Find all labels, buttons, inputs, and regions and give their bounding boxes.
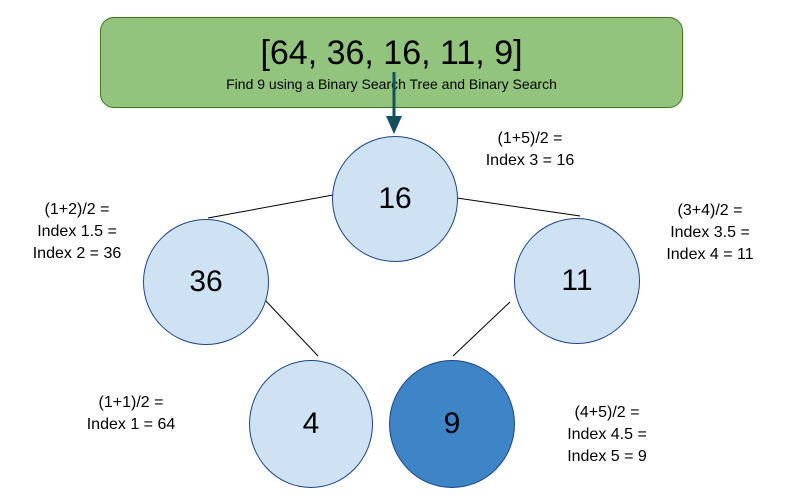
- calc-right-line-1: (3+4)/2 =: [677, 202, 743, 219]
- node-root-value: 16: [378, 182, 412, 215]
- calc-left-child: (1+1)/2 = Index 1 = 64: [66, 392, 196, 436]
- calc-left-line-2: Index 1.5 =: [37, 223, 117, 240]
- array-title: [64, 36, 16, 11, 9]: [260, 34, 523, 72]
- calc-right-child-line-1: (4+5)/2 =: [574, 404, 640, 421]
- edge-left-leftchild: [264, 299, 319, 357]
- problem-banner: [64, 36, 16, 11, 9] Find 9 using a Binar…: [100, 17, 683, 108]
- calc-right-line-2: Index 3.5 =: [670, 224, 750, 241]
- calc-left: (1+2)/2 = Index 1.5 = Index 2 = 36: [14, 199, 140, 265]
- calc-right-child-line-2: Index 4.5 =: [567, 426, 647, 443]
- node-left-value: 36: [189, 265, 223, 298]
- calc-right: (3+4)/2 = Index 3.5 = Index 4 = 11: [648, 200, 772, 266]
- calc-left-child-line-2: Index 1 = 64: [86, 416, 176, 433]
- calc-root: (1+5)/2 = Index 3 = 16: [468, 128, 592, 172]
- edge-right-rightchild: [452, 301, 511, 357]
- node-root: 16: [332, 136, 458, 262]
- node-left-child: 4: [249, 360, 373, 488]
- node-right-value: 11: [561, 264, 593, 297]
- calc-left-child-line-1: (1+1)/2 =: [98, 394, 164, 411]
- node-right: 11: [514, 218, 640, 344]
- edge-root-left: [207, 194, 334, 219]
- node-left: 36: [143, 219, 269, 345]
- node-right-child-value: 9: [443, 407, 461, 440]
- calc-right-child: (4+5)/2 = Index 4.5 = Index 5 = 9: [548, 402, 666, 468]
- calc-left-line-3: Index 2 = 36: [32, 245, 122, 262]
- calc-left-line-1: (1+2)/2 =: [44, 201, 110, 218]
- node-left-child-value: 4: [302, 407, 320, 440]
- calc-right-child-line-3: Index 5 = 9: [567, 448, 647, 465]
- task-subtitle: Find 9 using a Binary Search Tree and Bi…: [226, 76, 557, 92]
- edge-root-right: [456, 197, 581, 217]
- calc-root-line-2: Index 3 = 16: [485, 152, 575, 169]
- calc-root-line-1: (1+5)/2 =: [497, 130, 563, 147]
- calc-right-line-3: Index 4 = 11: [666, 246, 754, 263]
- node-right-child-found: 9: [389, 360, 515, 488]
